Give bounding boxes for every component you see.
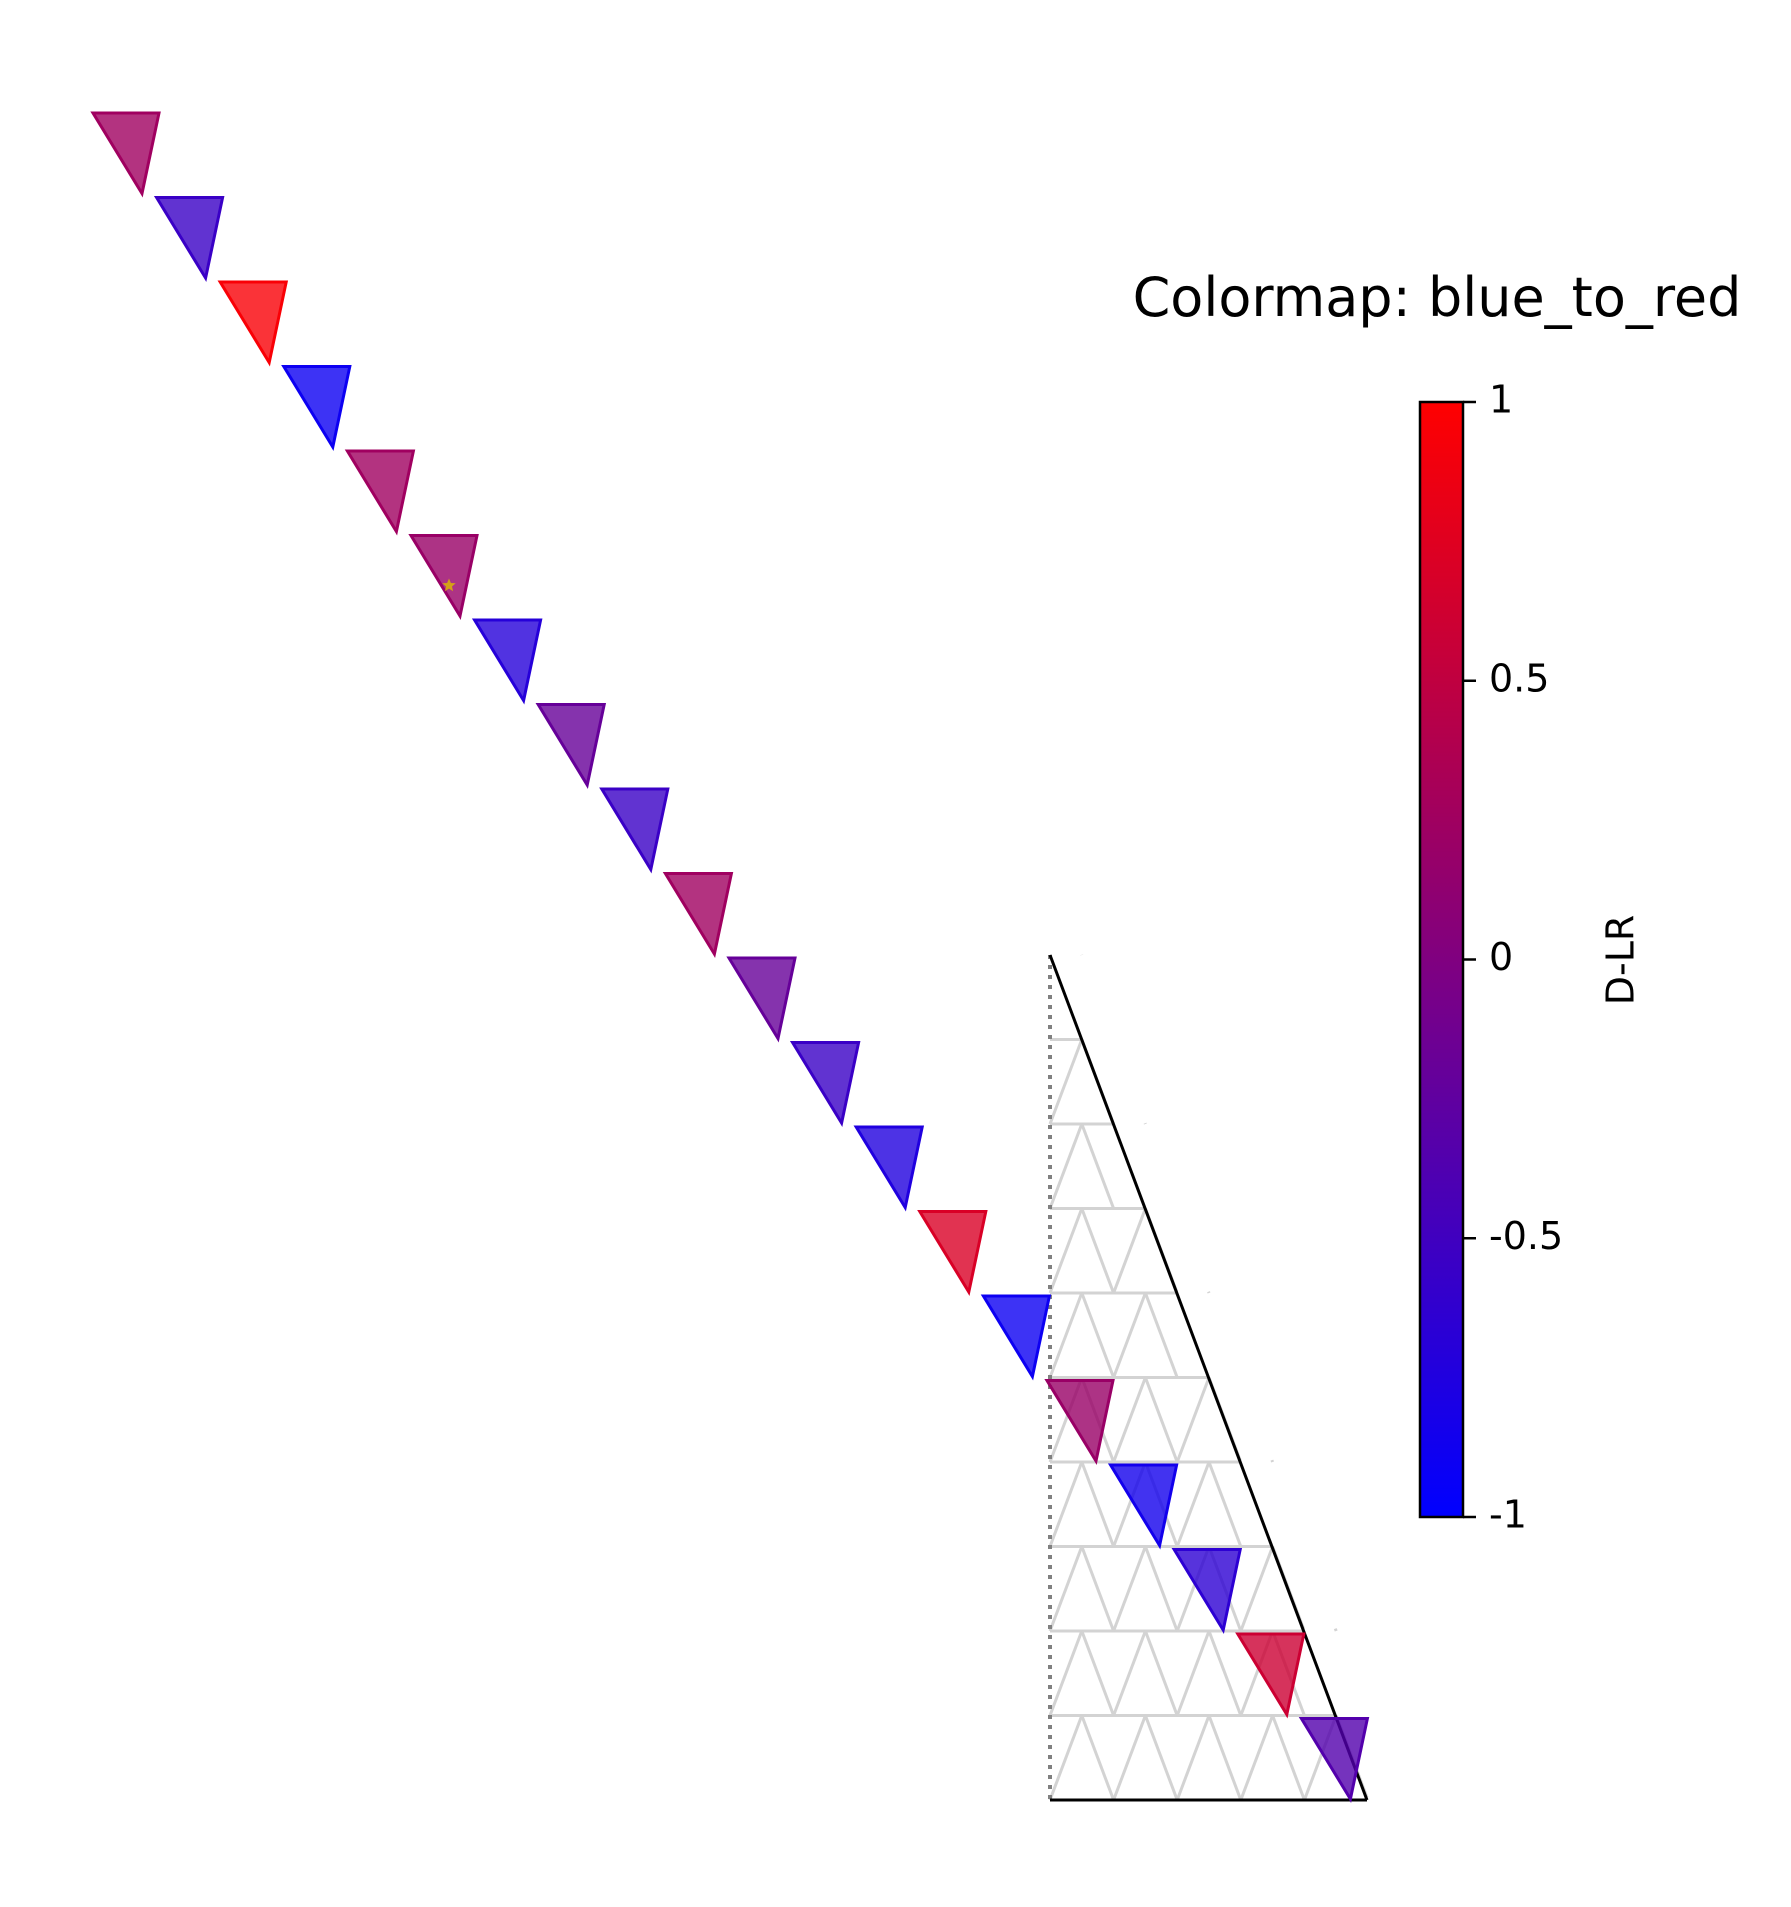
- grid-line: [1048, 1038, 1084, 1125]
- cell-17: [1107, 1463, 1179, 1550]
- cell-19: [1235, 1632, 1306, 1719]
- grid-line: [1175, 1630, 1211, 1717]
- grid-line: [1112, 1376, 1147, 1463]
- grid-line: [1239, 1714, 1275, 1801]
- cell-20: [1298, 1717, 1370, 1804]
- chart-title: Colormap: blue_to_red: [1133, 266, 1742, 329]
- grid-line: [1143, 1376, 1179, 1463]
- grid-line: [1143, 1630, 1179, 1717]
- cell-16: [1044, 1379, 1115, 1466]
- cell-14: [917, 1210, 988, 1297]
- colorbar-gradient: [1418, 400, 1465, 1519]
- colorbar-tick-label: -1: [1489, 1493, 1527, 1537]
- cell-15: [980, 1294, 1052, 1381]
- colorbar-tick-label: -0.5: [1489, 1214, 1563, 1258]
- grid-line: [1143, 1714, 1179, 1801]
- cell-8: [535, 703, 607, 790]
- cell-2: [153, 196, 225, 283]
- grid-line: [1271, 1714, 1306, 1801]
- grid-line: [1143, 1292, 1179, 1379]
- grid-line: [1048, 1461, 1084, 1548]
- cell-12: [789, 1041, 861, 1128]
- cell-18: [1171, 1548, 1243, 1635]
- grid-line: [1048, 1545, 1084, 1632]
- grid-line: [1048, 1714, 1084, 1801]
- grid-line: [1048, 1207, 1084, 1294]
- grid-line: [1207, 1630, 1243, 1717]
- cell-3: [217, 280, 289, 367]
- cell-5: [344, 449, 416, 536]
- grid-line: [1080, 1292, 1116, 1379]
- cell-10: [662, 872, 734, 959]
- grid-line: [1112, 1714, 1147, 1801]
- grid-line: [1112, 1545, 1147, 1632]
- grid-line: [1175, 1461, 1211, 1548]
- cell-6: [408, 534, 479, 621]
- cell-1: [90, 111, 161, 198]
- grid-line: [1239, 1545, 1275, 1632]
- hypotenuse-edge: [1048, 954, 1369, 1801]
- colorbar-ticks: 1 0.5 0 -0.5 -1: [1463, 378, 1563, 1537]
- cell-7: [471, 618, 543, 705]
- grid-line: [1333, 1628, 1338, 1632]
- grid-line: [1080, 1714, 1116, 1801]
- grid-line: [1080, 1461, 1116, 1548]
- grid-line: [1080, 1207, 1116, 1294]
- grid-line: [1112, 1630, 1147, 1717]
- cell-13: [853, 1125, 925, 1212]
- grid-line: [1080, 1545, 1116, 1632]
- grid-line: [1112, 1207, 1147, 1294]
- grid-line: [1175, 1376, 1211, 1463]
- grid-line: [1048, 1123, 1084, 1210]
- colorbar-label: D-LR: [1599, 915, 1643, 1006]
- colorbar-tick-label: 0.5: [1489, 656, 1549, 700]
- grid-line: [1112, 1292, 1147, 1379]
- grid-line: [1207, 1461, 1243, 1548]
- grid-line: [1048, 1630, 1084, 1717]
- colorbar-tick-label: 1: [1489, 378, 1513, 422]
- cell-11: [726, 956, 797, 1043]
- star-marker: [442, 578, 456, 592]
- grid-line: [1175, 1714, 1211, 1801]
- grid-line: [1080, 1123, 1116, 1210]
- cell-9: [599, 787, 670, 874]
- grid-line: [1270, 1459, 1275, 1463]
- grid-line: [1080, 1630, 1116, 1717]
- grid-line: [1207, 1291, 1211, 1294]
- grid-line: [1143, 1545, 1179, 1632]
- heatmap-cells: [90, 111, 1370, 1804]
- grid-line: [1048, 1292, 1084, 1379]
- grid-line: [1207, 1714, 1243, 1801]
- cell-4: [281, 365, 352, 452]
- heatmap-grid: [1048, 954, 1369, 1802]
- colorbar-tick-label: 0: [1489, 935, 1513, 979]
- colorbar: 1 0.5 0 -0.5 -1 D-LR: [1418, 378, 1643, 1537]
